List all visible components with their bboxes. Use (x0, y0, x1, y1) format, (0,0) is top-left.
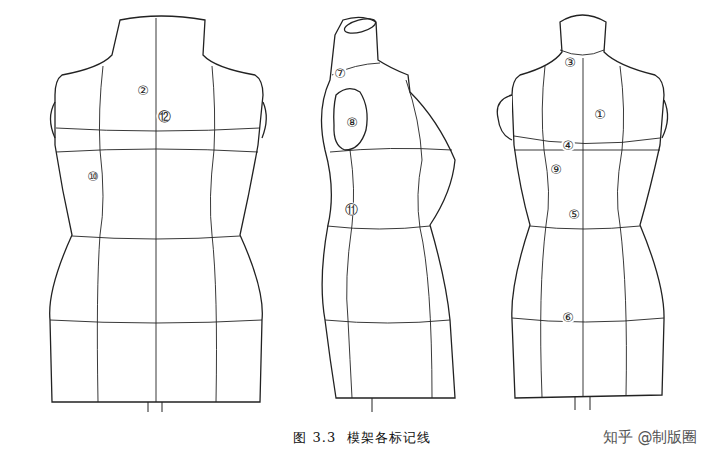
callout-number: ⑨ (549, 163, 563, 176)
callout-number: ⑩ (86, 170, 100, 183)
front-view-form (497, 15, 667, 410)
callout-number: ① (593, 108, 607, 121)
callout-number: ④ (561, 139, 575, 152)
callout-number: ⑥ (561, 311, 575, 324)
callout-number: ⑧ (345, 116, 359, 129)
callout-number: ⑪ (344, 203, 359, 216)
callout-number: ⑦ (333, 67, 347, 80)
figure-caption: 图 3.3 模架各标记线 (293, 429, 430, 447)
callout-number: ⑫ (157, 110, 172, 123)
callout-number: ③ (563, 56, 577, 69)
back-view-form (50, 16, 267, 412)
callout-number: ② (136, 84, 150, 97)
watermark: 知乎 @制版圈 (603, 428, 698, 447)
callout-number: ⑤ (567, 208, 581, 221)
side-view-form (321, 16, 455, 412)
